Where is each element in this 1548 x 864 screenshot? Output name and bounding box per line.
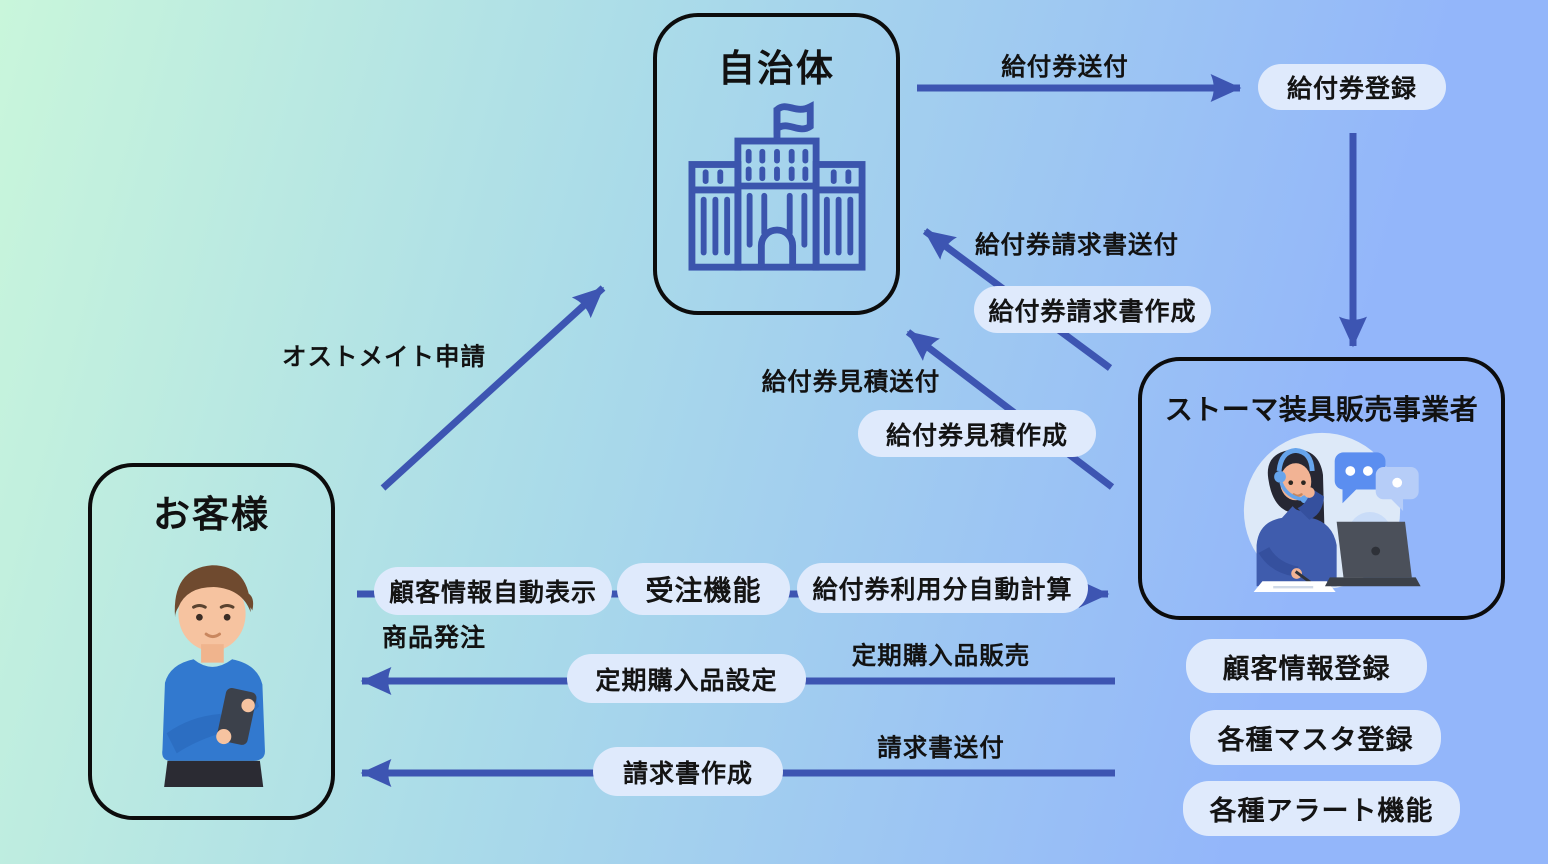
arrow-ostomate-application <box>380 285 606 491</box>
label-product-order: 商品発注 <box>382 623 487 652</box>
pill-subscription-setting: 定期購入品設定 <box>567 654 806 703</box>
municipality-box: 自治体 <box>653 13 900 315</box>
label-invoice-send: 請求書送付 <box>877 733 1005 762</box>
pill-voucher-invoice-create: 給付券請求書作成 <box>974 286 1211 333</box>
pill-alert-functions: 各種アラート機能 <box>1183 781 1460 836</box>
label-voucher-send: 給付券送付 <box>1001 52 1129 81</box>
label-ostomate-application: オストメイト申請 <box>282 342 486 371</box>
vendor-title: ストーマ装具販売事業者 <box>1164 393 1479 426</box>
customer-title: お客様 <box>153 493 270 536</box>
municipality-title: 自治体 <box>718 47 835 90</box>
call-center-operator-illustration: ✆ <box>1243 432 1421 592</box>
label-voucher-invoice-send: 給付券請求書送付 <box>975 230 1179 259</box>
pill-customer-info-register: 顧客情報登録 <box>1186 639 1427 693</box>
pill-voucher-register: 給付券登録 <box>1258 64 1446 110</box>
man-using-smartphone-illustration <box>161 564 265 787</box>
customer-box: お客様 <box>88 463 335 820</box>
pill-order-function: 受注機能 <box>617 563 790 615</box>
pill-invoice-create: 請求書作成 <box>593 747 783 796</box>
arrow-voucher-estimate-send <box>905 329 1115 490</box>
label-voucher-estimate-send: 給付券見積送付 <box>761 367 941 396</box>
pill-master-register: 各種マスタ登録 <box>1190 710 1441 765</box>
pill-customer-info-auto-display: 顧客情報自動表示 <box>374 567 612 615</box>
pill-voucher-estimate-create: 給付券見積作成 <box>858 410 1096 457</box>
pill-voucher-usage-auto-calc: 給付券利用分自動計算 <box>797 563 1088 613</box>
vendor-box: ストーマ装具販売事業者 ✆ <box>1138 357 1505 620</box>
label-subscription-sales: 定期購入品販売 <box>851 641 1031 670</box>
government-building-icon <box>688 100 865 271</box>
